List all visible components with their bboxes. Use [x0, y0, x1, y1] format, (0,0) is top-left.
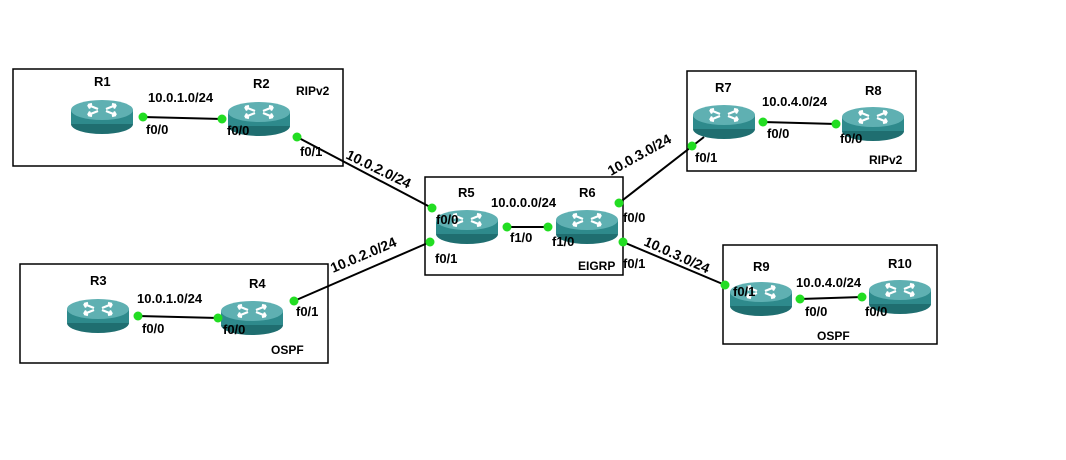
- protocol-label-top-left: RIPv2: [296, 84, 330, 98]
- router-r6-name: R6: [579, 185, 596, 200]
- interface-label-r5-f00: f0/0: [436, 212, 458, 227]
- port-r2-f01: [292, 132, 302, 142]
- router-r10-name: R10: [888, 256, 912, 271]
- network-label-r5-r6: 10.0.0.0/24: [491, 195, 557, 210]
- router-r7-icon[interactable]: [691, 103, 757, 141]
- interface-label-r7-f00: f0/0: [767, 126, 789, 141]
- link-r7-r8: [762, 121, 837, 125]
- network-label-r1-r2: 10.0.1.0/24: [148, 90, 214, 105]
- link-r9-r10: [799, 296, 863, 300]
- port-r9-f00: [795, 294, 805, 304]
- router-r2-name: R2: [253, 76, 270, 91]
- port-r2-f00: [217, 114, 227, 124]
- interface-label-r9-f00: f0/0: [805, 304, 827, 319]
- router-r9-name: R9: [753, 259, 770, 274]
- protocol-label-center: EIGRP: [578, 259, 615, 273]
- port-r9-f01: [720, 280, 730, 290]
- port-r7-f00: [758, 117, 768, 127]
- port-r6-f10: [543, 222, 553, 232]
- interface-label-r5-f10: f1/0: [510, 230, 532, 245]
- interface-label-r2-f00: f0/0: [227, 123, 249, 138]
- interface-label-r4-f00: f0/0: [223, 322, 245, 337]
- port-r6-f00: [614, 198, 624, 208]
- router-r8-name: R8: [865, 83, 882, 98]
- port-r6-f01: [618, 237, 628, 247]
- protocol-label-bottom-right: OSPF: [817, 329, 850, 343]
- network-label-r6-r7: 10.0.3.0/24: [605, 131, 674, 179]
- link-r2-r5: [296, 136, 433, 209]
- area-box-top-right: [686, 70, 917, 172]
- network-label-r4-r5: 10.0.2.0/24: [328, 234, 399, 276]
- area-box-bottom-left: [19, 263, 329, 364]
- router-r3-name: R3: [90, 273, 107, 288]
- interface-label-r10-f00: f0/0: [865, 304, 887, 319]
- port-r5-f10: [502, 222, 512, 232]
- port-r7-f01: [687, 141, 697, 151]
- interface-label-r2-f01: f0/1: [300, 144, 322, 159]
- port-r1-f00: [138, 112, 148, 122]
- area-box-center: [424, 176, 624, 276]
- link-r3-r4: [137, 315, 219, 319]
- router-r1-name: R1: [94, 74, 111, 89]
- port-r5-f01: [425, 237, 435, 247]
- interface-label-r3-f00: f0/0: [142, 321, 164, 336]
- router-r7-name: R7: [715, 80, 732, 95]
- interface-label-r6-f01: f0/1: [623, 256, 645, 271]
- router-r3-icon[interactable]: [65, 297, 131, 335]
- interface-label-r6-f00: f0/0: [623, 210, 645, 225]
- interface-label-r5-f01: f0/1: [435, 251, 457, 266]
- port-r4-f00: [213, 313, 223, 323]
- link-r4-r5: [293, 241, 431, 302]
- router-r1-icon[interactable]: [69, 98, 135, 136]
- interface-label-r6-f10: f1/0: [552, 234, 574, 249]
- interface-label-r4-f01: f0/1: [296, 304, 318, 319]
- interface-label-r9-f01: f0/1: [733, 284, 755, 299]
- router-r5-name: R5: [458, 185, 475, 200]
- port-r10-f00: [857, 292, 867, 302]
- link-r6-r9: [622, 241, 726, 286]
- network-label-r3-r4: 10.0.1.0/24: [137, 291, 203, 306]
- area-box-bottom-right: [722, 244, 938, 345]
- interface-label-r8-f00: f0/0: [840, 131, 862, 146]
- network-label-r7-r8: 10.0.4.0/24: [762, 94, 828, 109]
- area-box-top-left: [12, 68, 344, 167]
- interface-label-r7-f01: f0/1: [695, 150, 717, 165]
- port-r3-f00: [133, 311, 143, 321]
- link-r1-r2: [142, 116, 223, 120]
- interface-label-r1-f00: f0/0: [146, 122, 168, 137]
- port-r4-f01: [289, 296, 299, 306]
- protocol-label-bottom-left: OSPF: [271, 343, 304, 357]
- protocol-label-top-right: RIPv2: [869, 153, 903, 167]
- network-label-r9-r10: 10.0.4.0/24: [796, 275, 862, 290]
- network-label-r2-r5: 10.0.2.0/24: [344, 146, 414, 191]
- router-r4-name: R4: [249, 276, 266, 291]
- port-r8-f00: [831, 119, 841, 129]
- port-r5-f00: [427, 203, 437, 213]
